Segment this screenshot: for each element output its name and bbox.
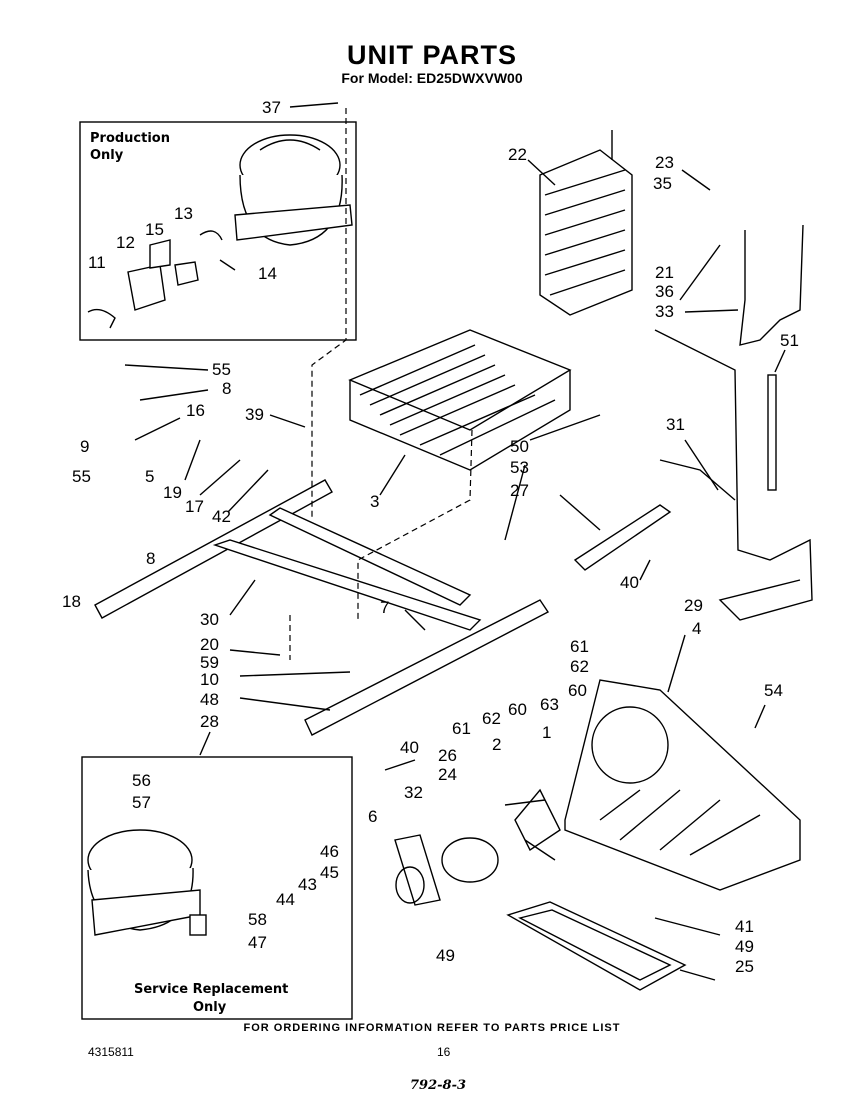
callout-24: 24 bbox=[438, 765, 457, 784]
callout-58: 58 bbox=[248, 910, 267, 929]
callout-9: 9 bbox=[80, 437, 89, 456]
page-number: 16 bbox=[437, 1045, 451, 1059]
handwritten-code: 792-8-3 bbox=[410, 1078, 467, 1093]
callout-32: 32 bbox=[404, 783, 423, 802]
callout-37: 37 bbox=[262, 98, 281, 117]
compressor-service bbox=[87, 829, 207, 936]
callout-35: 35 bbox=[653, 174, 672, 193]
callout-51: 51 bbox=[780, 331, 799, 350]
callout-55a: 55 bbox=[212, 360, 231, 379]
callout-42: 42 bbox=[212, 507, 231, 526]
callout-53: 53 bbox=[510, 458, 529, 477]
callout-30: 30 bbox=[200, 610, 219, 629]
callout-27: 27 bbox=[510, 481, 529, 500]
callout-61b: 61 bbox=[452, 719, 471, 738]
callout-20: 20 bbox=[200, 635, 219, 654]
leader-lines bbox=[124, 102, 786, 981]
dryer bbox=[573, 504, 672, 571]
doc-number: 4315811 bbox=[88, 1045, 134, 1059]
callout-33: 33 bbox=[655, 302, 674, 321]
callout-6: 6 bbox=[368, 807, 377, 826]
callout-25: 25 bbox=[735, 957, 754, 976]
production-only-box bbox=[79, 121, 357, 341]
callout-21: 21 bbox=[655, 263, 674, 282]
callout-49a: 49 bbox=[735, 937, 754, 956]
callout-12: 12 bbox=[116, 233, 135, 252]
callout-54: 54 bbox=[764, 681, 783, 700]
callout-5: 5 bbox=[145, 467, 154, 486]
callout-19: 19 bbox=[163, 483, 182, 502]
production-box-label-1: Production bbox=[90, 131, 170, 146]
callout-55b: 55 bbox=[72, 467, 91, 486]
callout-26: 26 bbox=[438, 746, 457, 765]
model-subtitle: For Model: ED25DWXVW00 bbox=[341, 70, 523, 86]
callout-17: 17 bbox=[185, 497, 204, 516]
callout-49b: 49 bbox=[436, 946, 455, 965]
fan-motor bbox=[394, 788, 561, 906]
callout-41: 41 bbox=[735, 917, 754, 936]
callout-3: 3 bbox=[370, 492, 379, 511]
callout-39: 39 bbox=[245, 405, 264, 424]
callout-62a: 62 bbox=[570, 657, 589, 676]
callout-1: 1 bbox=[542, 723, 551, 742]
callout-8b: 8 bbox=[146, 549, 155, 568]
callout-23: 23 bbox=[655, 153, 674, 172]
callout-29: 29 bbox=[684, 596, 703, 615]
callout-45: 45 bbox=[320, 863, 339, 882]
callout-40b: 40 bbox=[400, 738, 419, 757]
callout-56: 56 bbox=[132, 771, 151, 790]
callout-46: 46 bbox=[320, 842, 339, 861]
frame-rails bbox=[94, 479, 550, 736]
compressor-production bbox=[234, 134, 353, 246]
callout-11: 11 bbox=[88, 253, 106, 272]
fan-bracket-base bbox=[564, 679, 801, 891]
callout-31: 31 bbox=[666, 415, 685, 434]
callout-13: 13 bbox=[174, 204, 193, 223]
callout-14: 14 bbox=[258, 264, 277, 283]
callout-36: 36 bbox=[655, 282, 674, 301]
callout-57: 57 bbox=[132, 793, 151, 812]
service-box-label-1: Service Replacement bbox=[134, 982, 288, 997]
drain-pan bbox=[506, 901, 687, 991]
callout-15: 15 bbox=[145, 220, 164, 239]
callout-43: 43 bbox=[298, 875, 317, 894]
service-replacement-box bbox=[81, 756, 353, 1020]
callout-labels: 37 22 23 35 21 36 33 51 13 15 12 11 14 5… bbox=[62, 98, 799, 976]
callout-40a: 40 bbox=[620, 573, 639, 592]
tubing bbox=[654, 329, 813, 621]
callout-59: 59 bbox=[200, 653, 219, 672]
callout-2: 2 bbox=[492, 735, 501, 754]
callout-62b: 62 bbox=[482, 709, 501, 728]
callout-60b: 60 bbox=[508, 700, 527, 719]
callout-22: 22 bbox=[508, 145, 527, 164]
callout-60a: 60 bbox=[568, 681, 587, 700]
callout-8a: 8 bbox=[222, 379, 231, 398]
callout-4: 4 bbox=[692, 619, 701, 638]
callout-16: 16 bbox=[186, 401, 205, 420]
production-box-label-2: Only bbox=[90, 148, 124, 163]
ordering-note: FOR ORDERING INFORMATION REFER TO PARTS … bbox=[243, 1022, 621, 1034]
callout-7: 7 bbox=[380, 598, 389, 617]
callout-47: 47 bbox=[248, 933, 267, 952]
page-title: UNIT PARTS bbox=[347, 40, 517, 70]
callout-44: 44 bbox=[276, 890, 295, 909]
callout-28: 28 bbox=[200, 712, 219, 731]
evaporator-coil bbox=[539, 130, 633, 316]
condenser-coil bbox=[348, 329, 572, 471]
callout-61a: 61 bbox=[570, 637, 589, 656]
relay-production bbox=[127, 264, 166, 311]
callout-63: 63 bbox=[540, 695, 559, 714]
callout-10: 10 bbox=[200, 670, 219, 689]
callout-50: 50 bbox=[510, 437, 529, 456]
service-box-label-2: Only bbox=[193, 1000, 227, 1015]
callout-18: 18 bbox=[62, 592, 81, 611]
callout-48: 48 bbox=[200, 690, 219, 709]
